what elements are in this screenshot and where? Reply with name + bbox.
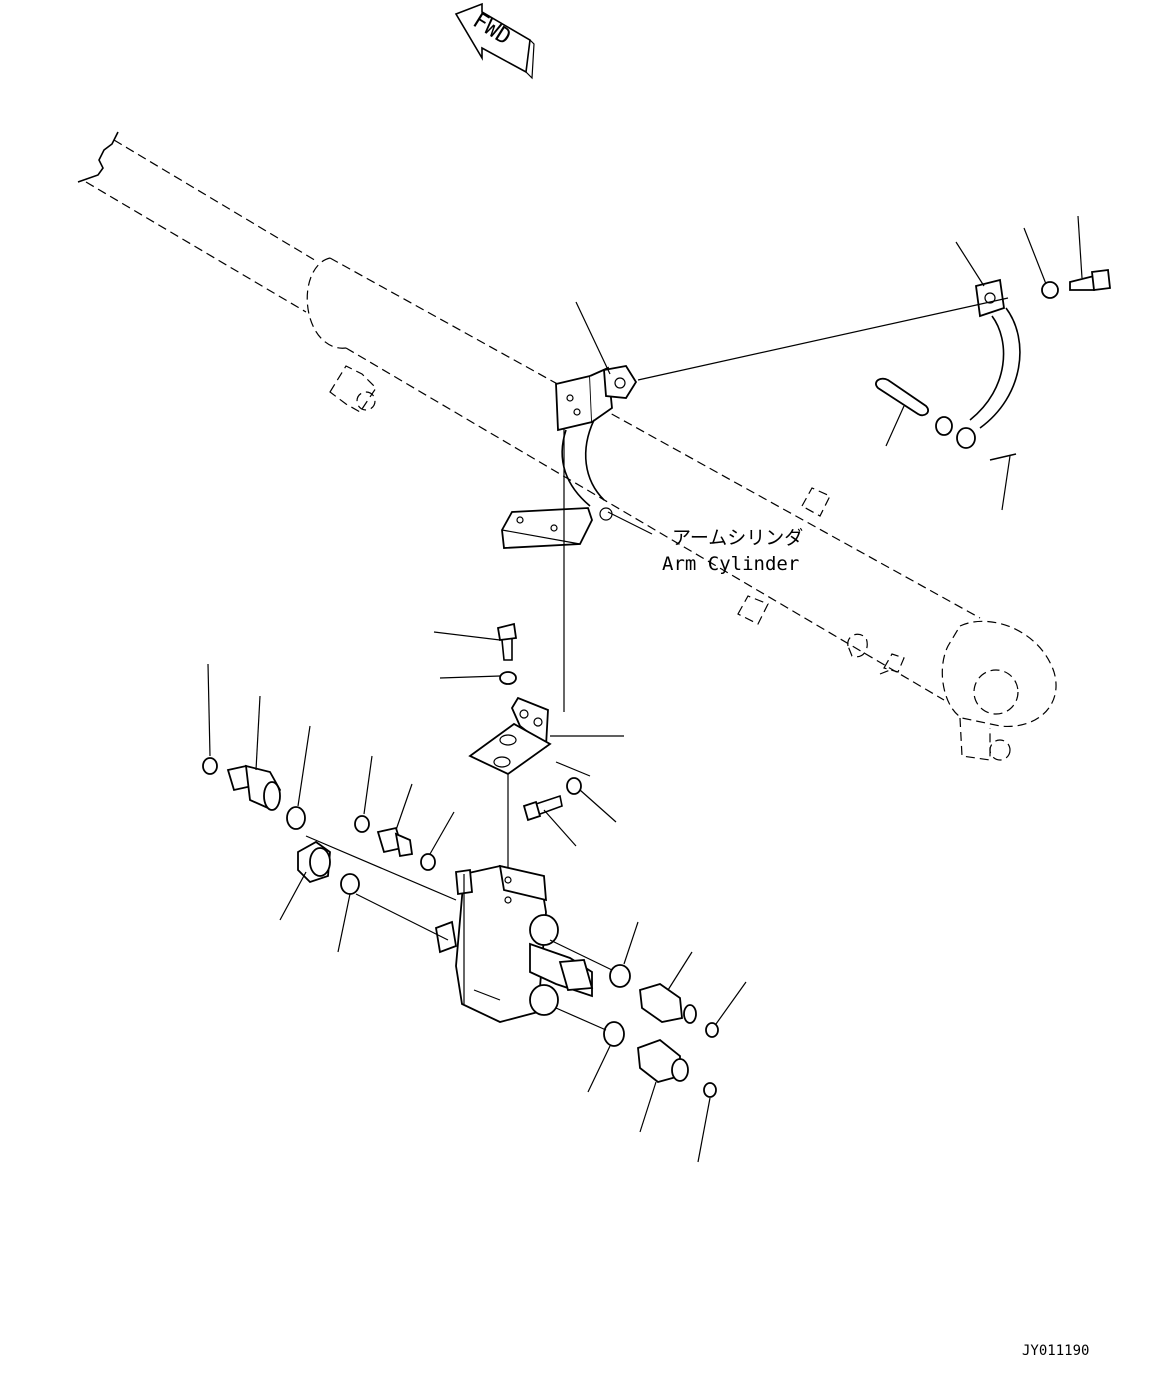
o-ring-8 xyxy=(705,1022,719,1038)
callout-label-jp: アームシリンダ xyxy=(672,527,803,549)
fwd-arrow-icon: FWD xyxy=(454,2,535,80)
washer-lower xyxy=(566,777,582,795)
o-ring-2 xyxy=(286,806,306,830)
fitting-left xyxy=(226,764,282,811)
bolt-upper xyxy=(496,622,518,642)
fitting-right-upper xyxy=(639,983,697,1024)
o-ring-3 xyxy=(354,815,370,833)
fitting-right-lower xyxy=(637,1038,689,1083)
band-clamp xyxy=(875,278,1021,461)
fwd-label: FWD xyxy=(468,8,515,50)
bolt-lower xyxy=(522,794,563,822)
valve-block xyxy=(434,864,594,1023)
o-ring-9 xyxy=(703,1082,717,1098)
o-ring-5 xyxy=(340,873,360,895)
lower-bracket xyxy=(468,696,552,776)
o-ring-1 xyxy=(202,757,218,775)
o-ring-4 xyxy=(420,853,436,871)
plug-left xyxy=(297,840,331,884)
callout-label-en: Arm Cylinder xyxy=(662,553,799,575)
fitting-small xyxy=(376,826,414,858)
washer-top-right xyxy=(1041,281,1059,299)
drawing-number: JY011190 xyxy=(1022,1343,1089,1359)
leader-lines xyxy=(207,215,1083,1163)
washer-upper xyxy=(499,671,517,685)
o-ring-7 xyxy=(603,1021,625,1047)
bolt-top-right xyxy=(1069,268,1111,292)
upper-bracket xyxy=(501,365,638,549)
arm-cylinder-outline xyxy=(77,131,1057,761)
o-ring-6 xyxy=(609,964,631,988)
